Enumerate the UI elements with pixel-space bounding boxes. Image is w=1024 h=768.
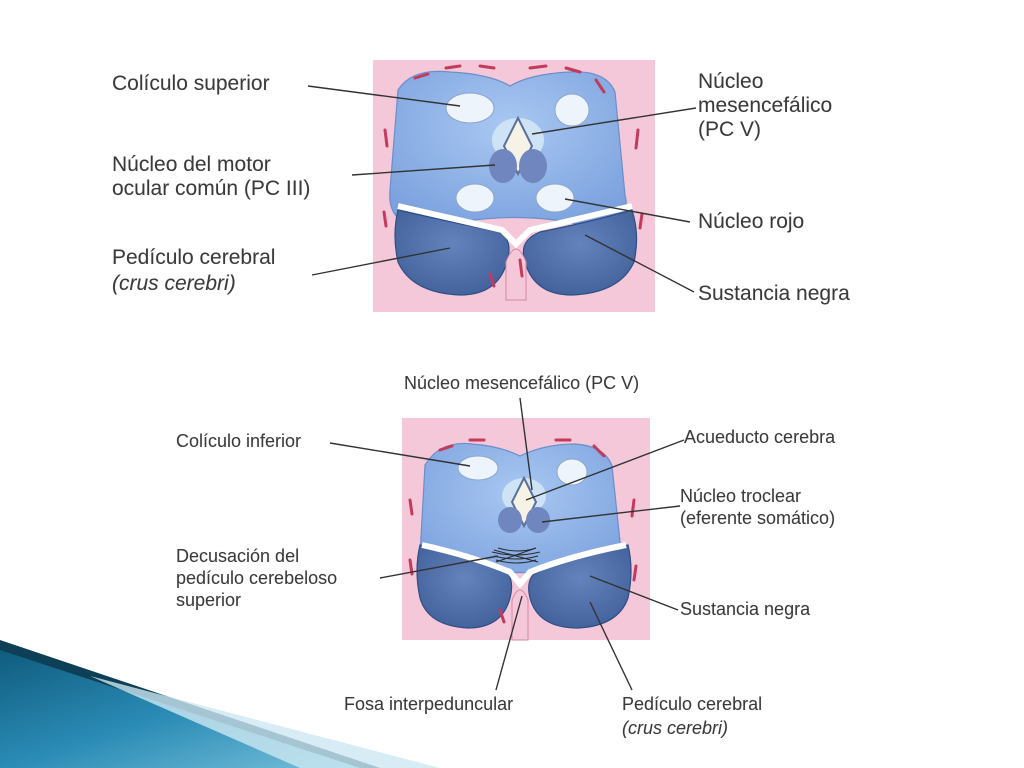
top-oculomotor-right [519,149,547,183]
top-leader-lines [307,85,697,293]
top-red-nucleus-right [535,183,575,213]
bottom-leader-lines [329,397,685,691]
bottom-trochlear-right [526,507,550,533]
label-nucleo-motor-ocular: Núcleo del motor ocular común (PC III) [112,153,311,200]
bottom-midbrain-section [402,418,650,641]
label-fosa-interpeduncular: Fosa interpeduncular [344,694,514,714]
top-left-colliculus [445,92,495,124]
label-acueducto-cerebral: Acueducto cerebra [684,427,836,447]
label-sustancia-negra-top: Sustancia negra [698,282,850,305]
top-white-band [397,203,633,249]
label-sustancia-negra-bottom: Sustancia negra [680,599,811,619]
label-pediculo-cerebral-top: Pedículo cerebral [112,246,276,269]
label-decusacion: Decusación del pedículo cerebeloso super… [176,546,338,610]
label-pediculo-cerebral-bottom: Pedículo cerebral [622,694,763,714]
top-midbrain-section [373,60,655,312]
label-crus-cerebri-top: (crus cerebri) [112,272,236,295]
corner-accent [0,640,440,768]
label-nucleo-troclear: Núcleo troclear (eferente somático) [680,486,836,528]
label-coliculo-superior: Colículo superior [112,72,270,95]
bottom-trochlear-left [498,507,522,533]
label-crus-cerebri-bottom: (crus cerebri) [622,718,729,738]
label-nucleo-mesencefalico-top: Núcleo mesencefálico (PC V) [698,70,833,141]
bottom-decussation [491,547,541,564]
bottom-right-colliculus [556,458,588,486]
top-oculomotor-left [489,149,517,183]
top-left-peduncle [394,209,510,296]
top-right-colliculus [554,93,590,127]
label-coliculo-inferior: Colículo inferior [176,431,302,451]
bottom-left-colliculus [457,455,499,481]
bottom-interpeduncular-notch [511,589,529,641]
top-vessels [382,64,644,288]
top-red-nucleus-left [455,183,495,213]
label-nucleo-rojo: Núcleo rojo [698,210,805,233]
label-nucleo-mesencefalico-bottom: Núcleo mesencefálico (PC V) [404,373,640,393]
bottom-white-band [421,542,627,589]
